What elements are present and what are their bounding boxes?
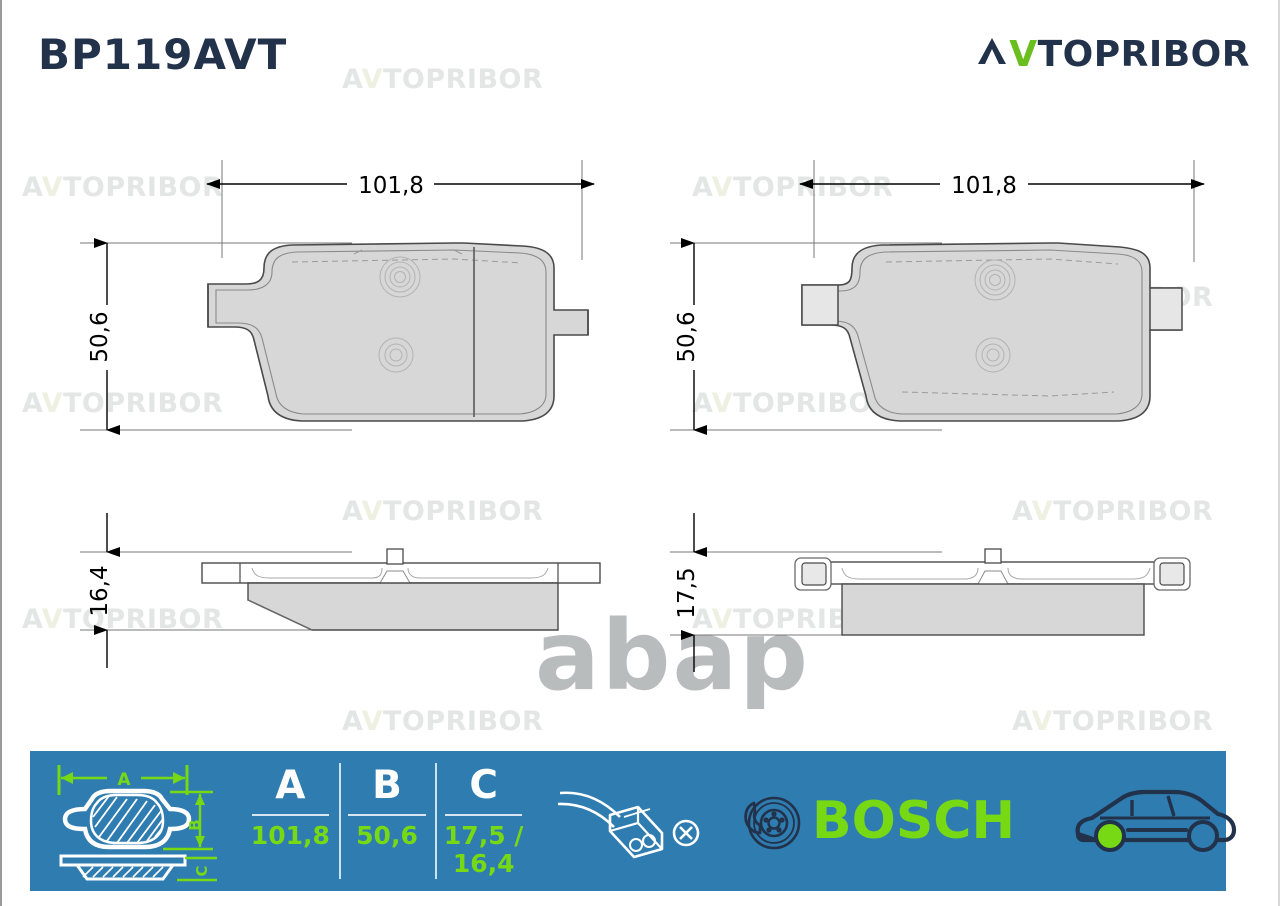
page-title: BP119AVT: [38, 30, 288, 79]
manufacturer-brand: BOSCH: [722, 789, 1070, 853]
right-pad-left-bracket-ear: [801, 284, 839, 326]
rear-wheel-highlight: [1094, 820, 1126, 852]
dimension-value-c-line1: 17,5 /: [443, 821, 524, 850]
dimension-column-a: A 101,8: [242, 759, 339, 883]
wear-sensor-connector-icon: [557, 791, 700, 859]
dimension-column-c: C 17,5 / 16,4: [435, 759, 532, 883]
dimension-header-c: C: [469, 763, 498, 808]
right-height-dimension-label: 50,6: [674, 311, 700, 362]
brake-disc-icon: [744, 796, 801, 850]
dimension-value-c: 17,5 / 16,4: [444, 822, 524, 878]
dimension-table: A 101,8 B 50,6 C 17,5 / 16,4: [242, 759, 532, 883]
right-pad-side-view: 17,5: [670, 513, 1191, 672]
dimension-rule-b: [348, 814, 426, 816]
left-pad-friction-outline: [215, 249, 547, 415]
right-pad-lower-rivet: [975, 337, 1011, 373]
right-side-retaining-tab: [984, 548, 1002, 564]
left-side-friction-block: [247, 582, 559, 631]
right-thickness-dimension-label: 17,5: [674, 567, 700, 618]
dimension-rule-c: [445, 814, 523, 816]
axle-indicator: [1070, 778, 1240, 864]
wear-sensor-indicator: [532, 771, 722, 871]
logo-rest-letters: TOPRIBOR: [1037, 34, 1250, 75]
dimension-header-a: A: [275, 763, 306, 808]
right-width-dimension-label: 101,8: [951, 173, 1017, 199]
left-pad-face-view: 101,8 50,6: [80, 160, 595, 435]
diagram-label-c: C: [193, 865, 211, 876]
dimension-value-c-line2: 16,4: [452, 849, 515, 878]
diagram-label-b: B: [186, 819, 204, 830]
left-thickness-dimension-label: 16,4: [87, 565, 113, 616]
dimension-value-a: 101,8: [250, 821, 330, 850]
front-wheel: [1187, 820, 1219, 852]
left-pad-backplate: [207, 242, 589, 422]
bosch-wordmark: BOSCH: [812, 791, 1015, 851]
right-pad-right-bracket-ear: [1149, 287, 1183, 331]
dimension-header-b: B: [372, 763, 402, 808]
dimension-value-b: 50,6: [356, 821, 418, 850]
right-pad-backplate: [801, 242, 1181, 422]
right-side-friction-block: [841, 583, 1145, 636]
right-pad-upper-rivet: [974, 259, 1016, 301]
logo-a-glyph: [975, 34, 1009, 68]
avtopribor-logo: VTOPRIBOR: [975, 34, 1250, 75]
dimension-column-b: B 50,6: [338, 759, 436, 883]
sensor-excluded-icon: [672, 819, 700, 847]
logo-v-letter: V: [1009, 34, 1038, 75]
diagram-label-a: A: [117, 770, 131, 790]
dimension-rule-a: [251, 814, 329, 816]
left-width-dimension-label: 101,8: [358, 173, 424, 199]
pad-dimension-diagram: A: [30, 751, 230, 891]
left-pad-lower-rivet: [378, 337, 414, 373]
left-height-dimension-label: 50,6: [87, 311, 113, 362]
left-pad-side-view: 16,4: [80, 513, 601, 668]
left-side-retaining-tab: [386, 548, 404, 565]
right-pad-face-view: 101,8 50,6: [670, 160, 1205, 435]
car-rear-axle-icon: [1075, 789, 1237, 852]
left-pad-upper-rivet: [379, 256, 421, 298]
specification-bar: A: [30, 751, 1237, 891]
